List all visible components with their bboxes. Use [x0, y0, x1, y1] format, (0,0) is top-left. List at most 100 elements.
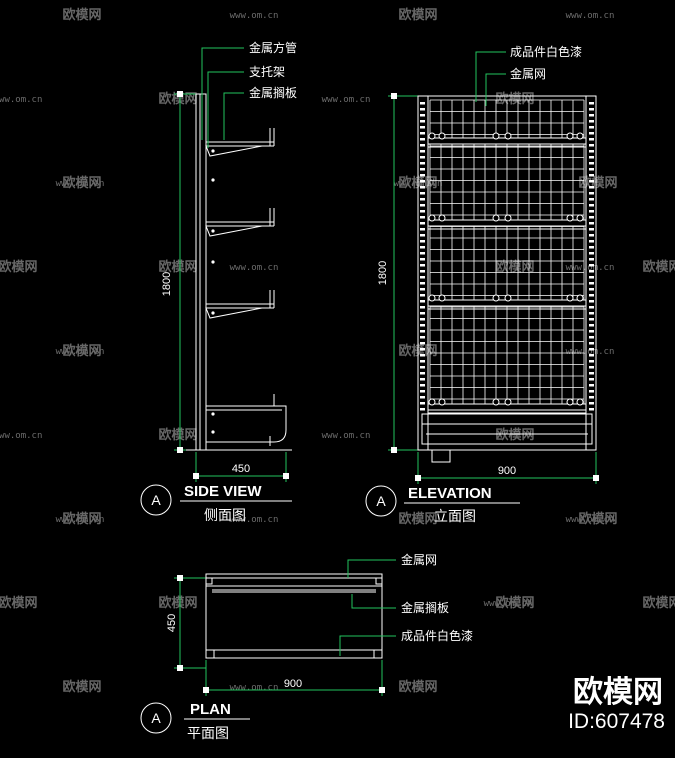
slot	[420, 228, 425, 231]
slot	[589, 348, 594, 351]
elevation-marker-circle	[365, 485, 397, 517]
side-shelf-1	[205, 128, 275, 157]
slot	[420, 354, 425, 357]
slot	[589, 144, 594, 147]
watermark-layer: 欧模网欧模网欧模网欧模网欧模网欧模网欧模网欧模网欧模网欧模网欧模网欧模网欧模网欧…	[0, 7, 675, 695]
plan-dim-tick-top	[177, 575, 183, 581]
elevation-marker-letter: A	[376, 493, 386, 509]
slot	[589, 360, 594, 363]
slot	[589, 264, 594, 267]
elev-width-tick-left	[415, 475, 421, 481]
plan-leader-shelf	[351, 594, 396, 609]
slot	[420, 120, 425, 123]
side-dim-tick-top	[177, 91, 183, 97]
slot	[589, 408, 594, 411]
shelf-hook	[428, 294, 436, 302]
slot	[589, 396, 594, 399]
plan-outline	[205, 573, 383, 659]
slot	[420, 246, 425, 249]
slot	[589, 276, 594, 279]
side-view-subtitle: 侧面图	[204, 508, 246, 524]
shelf-hook	[492, 398, 500, 406]
plan-callout-paint: 成品件白色漆	[401, 628, 473, 643]
plan-width-dim-text: 900	[284, 678, 302, 690]
plan-width-tick-left	[203, 687, 209, 693]
watermark-logo: 欧模网	[495, 595, 534, 611]
watermark-logo: 欧模网	[62, 175, 101, 191]
slot	[589, 198, 594, 201]
slot	[589, 114, 594, 117]
slot	[420, 366, 425, 369]
plan-post-left	[205, 577, 213, 585]
plan-back-rail	[205, 577, 383, 587]
elev-foot	[431, 449, 451, 463]
slot	[589, 246, 594, 249]
slot	[589, 150, 594, 153]
slot	[589, 306, 594, 309]
watermark-url: www.om.cn	[566, 263, 615, 273]
watermark-logo: 欧模网	[0, 595, 38, 611]
plan-marker-circle	[140, 702, 172, 734]
watermark-logo: 欧模网	[158, 259, 197, 275]
shelf-hook	[566, 132, 574, 140]
slot	[589, 270, 594, 273]
plan-title: PLAN	[190, 701, 231, 718]
slot	[589, 174, 594, 177]
slot	[420, 282, 425, 285]
side-view-marker-circle	[140, 484, 172, 516]
shelf-hook	[492, 132, 500, 140]
watermark-logo: 欧模网	[495, 91, 534, 107]
plan-foot-right	[373, 649, 383, 659]
side-callout-bracket: 支托架	[249, 65, 285, 79]
slot	[420, 270, 425, 273]
elev-height-dim-text: 1800	[377, 261, 389, 285]
side-base-shelf	[206, 394, 287, 446]
slot	[420, 156, 425, 159]
slot	[589, 312, 594, 315]
side-shelf-3	[205, 260, 275, 319]
slot	[589, 330, 594, 333]
shelf-hook	[438, 398, 446, 406]
watermark-url: www.om.cn	[56, 347, 105, 357]
elev-width-tick-right	[593, 475, 599, 481]
plan-foot-left	[205, 649, 215, 659]
shelf-hook	[428, 214, 436, 222]
side-callout-tube: 金属方管	[249, 40, 297, 55]
slot	[589, 138, 594, 141]
slot	[589, 156, 594, 159]
slot	[589, 222, 594, 225]
shelf-hook	[428, 398, 436, 406]
elev-shelves	[427, 132, 587, 414]
slot	[420, 336, 425, 339]
slot	[420, 222, 425, 225]
watermark-url: www.om.cn	[56, 515, 105, 525]
shelf-hook	[504, 294, 512, 302]
plan-width-tick-right	[379, 687, 385, 693]
plan-dim-tick-bottom	[177, 665, 183, 671]
shelf-hook	[504, 398, 512, 406]
slot	[420, 318, 425, 321]
plan-callout-shelf: 金属搁板	[401, 600, 449, 615]
plan-subtitle: 平面图	[187, 726, 229, 742]
shelf-hook	[428, 132, 436, 140]
elev-width-dim-text: 900	[498, 465, 516, 477]
slot	[589, 288, 594, 291]
slot	[420, 180, 425, 183]
elev-leader-paint	[475, 51, 506, 102]
elev-dim-tick-top	[391, 93, 397, 99]
slot	[420, 234, 425, 237]
watermark-logo: 欧模网	[158, 595, 197, 611]
slot	[420, 198, 425, 201]
slot	[589, 366, 594, 369]
brand-id-text: ID:607478	[568, 710, 665, 733]
slot	[420, 216, 425, 219]
slot	[589, 162, 594, 165]
watermark-logo: 欧模网	[158, 91, 197, 107]
plan-post-right	[375, 577, 383, 585]
elev-dim-tick-bottom	[391, 447, 397, 453]
watermark-logo: 欧模网	[642, 595, 675, 611]
slot	[589, 390, 594, 393]
slot	[589, 372, 594, 375]
slot	[420, 186, 425, 189]
slot	[589, 204, 594, 207]
